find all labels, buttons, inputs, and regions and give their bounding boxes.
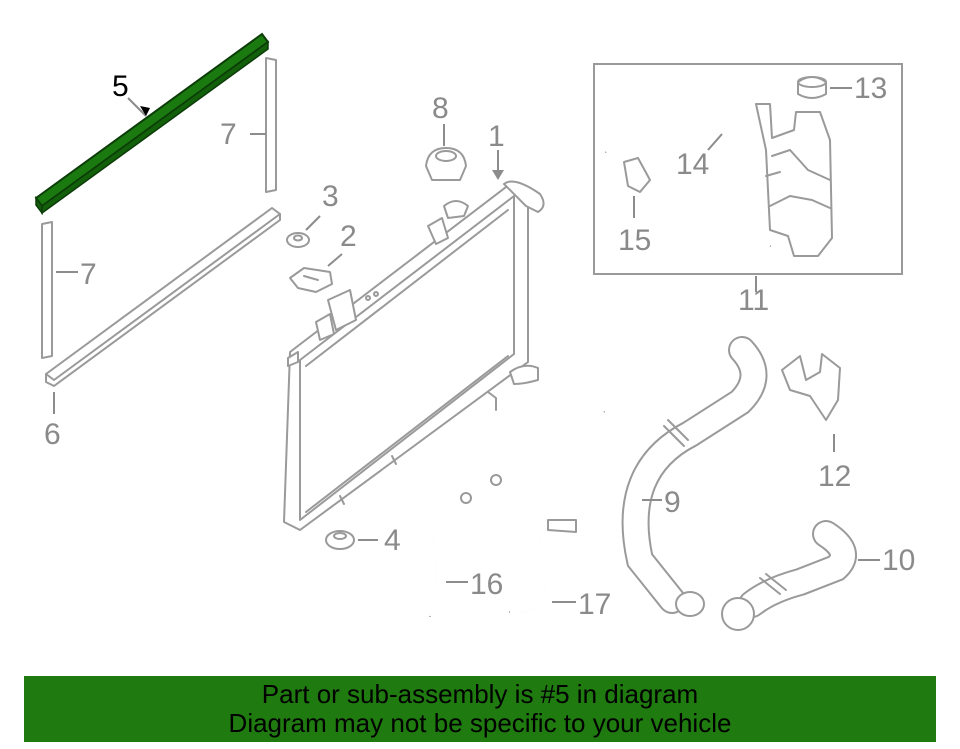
part-6-lower-seal[interactable] bbox=[45, 207, 281, 387]
part-17-cooler-hose[interactable] bbox=[509, 518, 577, 614]
part-13-reservoir-cap[interactable] bbox=[797, 76, 827, 99]
leader-14 bbox=[707, 133, 723, 151]
callout-17: 17 bbox=[578, 588, 611, 621]
part-10-lower-hose[interactable] bbox=[721, 520, 857, 631]
callout-8: 8 bbox=[432, 92, 449, 125]
part-8-radiator-cap[interactable] bbox=[425, 147, 467, 181]
callout-3: 3 bbox=[322, 180, 339, 213]
part-11-reservoir-box[interactable] bbox=[593, 63, 903, 275]
callout-9: 9 bbox=[664, 486, 681, 519]
part-9-upper-hose[interactable] bbox=[621, 336, 768, 617]
arrow-1 bbox=[492, 170, 504, 180]
part-4-grommet[interactable] bbox=[325, 530, 355, 550]
part-2-bracket[interactable] bbox=[289, 267, 333, 293]
callout-14: 14 bbox=[676, 148, 709, 181]
callout-10: 10 bbox=[882, 544, 915, 577]
callout-7b: 7 bbox=[80, 258, 97, 291]
part-7-side-seal-upper[interactable] bbox=[265, 57, 277, 193]
callout-2: 2 bbox=[340, 220, 357, 253]
banner-line-2: Diagram may not be specific to your vehi… bbox=[228, 708, 732, 738]
info-banner: Part or sub-assembly is #5 in diagram Di… bbox=[24, 676, 936, 742]
part-12-bracket[interactable] bbox=[781, 353, 841, 421]
part-11-reservoir-tank[interactable] bbox=[755, 103, 833, 257]
callout-11: 11 bbox=[738, 284, 769, 317]
callout-15: 15 bbox=[618, 224, 651, 257]
part-5-upper-seal[interactable] bbox=[34, 32, 270, 216]
part-15-clip[interactable] bbox=[623, 157, 651, 193]
callout-13: 13 bbox=[854, 72, 887, 105]
callout-7a: 7 bbox=[220, 118, 237, 151]
banner-line-1: Part or sub-assembly is #5 in diagram bbox=[261, 679, 699, 709]
callout-4: 4 bbox=[384, 524, 401, 557]
part-14-overflow-hose[interactable] bbox=[605, 94, 771, 248]
callout-16: 16 bbox=[470, 568, 503, 601]
arrow-5 bbox=[140, 106, 150, 116]
leader-3 bbox=[305, 215, 321, 231]
callout-6: 6 bbox=[44, 418, 61, 451]
part-7-side-seal-lower[interactable] bbox=[41, 221, 53, 359]
callout-1: 1 bbox=[488, 120, 505, 153]
callout-12: 12 bbox=[818, 460, 851, 493]
part-3-grommet[interactable] bbox=[286, 232, 310, 248]
callout-5: 5 bbox=[112, 70, 129, 103]
leader-2 bbox=[327, 253, 343, 267]
leader-5 bbox=[127, 97, 147, 117]
part-1-radiator[interactable] bbox=[283, 180, 545, 531]
part-16-cooler-hose[interactable] bbox=[428, 411, 605, 617]
